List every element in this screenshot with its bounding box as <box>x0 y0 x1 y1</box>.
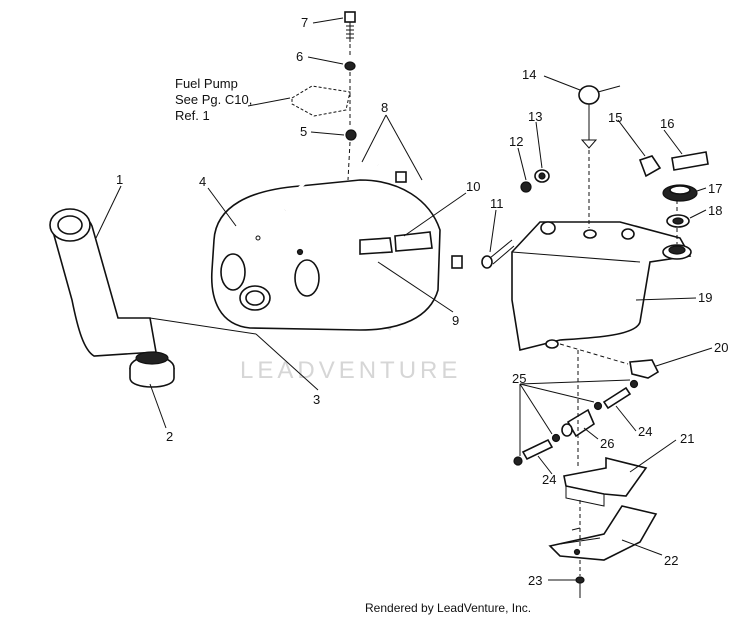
callout-2: 2 <box>166 429 173 444</box>
leader-lines <box>95 17 713 581</box>
callout-12: 12 <box>509 134 523 149</box>
callout-21: 21 <box>680 431 694 446</box>
part-8-vent-hose <box>283 162 463 269</box>
part-15-vent-fitting <box>638 155 662 178</box>
callout-20: 20 <box>714 340 728 355</box>
callout-24-upper: 24 <box>638 424 652 439</box>
callout-25: 25 <box>512 371 526 386</box>
note-line-1: Fuel Pump <box>175 76 238 91</box>
part-19-fuel-tank <box>511 221 692 351</box>
part-23-screw <box>575 576 585 598</box>
part-21-bracket <box>563 456 648 507</box>
part-2-grommet <box>129 351 175 388</box>
watermark-text: LEADVENTURE <box>240 357 461 384</box>
callout-13: 13 <box>528 109 542 124</box>
fuel-pump-ref <box>291 85 351 117</box>
part-6-washer <box>344 61 356 71</box>
part-26-fuel-filter <box>561 408 595 438</box>
part-1-intake-tube <box>49 208 157 357</box>
callout-8: 8 <box>381 100 388 115</box>
callout-18: 18 <box>708 203 722 218</box>
callout-7: 7 <box>301 15 308 30</box>
part-4-airbox <box>210 179 441 331</box>
callout-9: 9 <box>452 313 459 328</box>
part-7-bolt <box>344 11 356 42</box>
callout-26: 26 <box>600 436 614 451</box>
callout-24-lower: 24 <box>542 472 556 487</box>
fuel-pump-note: Fuel Pump See Pg. C10, Ref. 1 <box>175 76 252 123</box>
callout-17: 17 <box>708 181 722 196</box>
part-5-grommet <box>345 129 357 141</box>
part-14-fuel-sender <box>578 85 621 149</box>
callout-1: 1 <box>116 172 123 187</box>
callout-15: 15 <box>608 110 622 125</box>
callout-4: 4 <box>199 174 206 189</box>
part-24-fuel-line-lower <box>521 438 554 461</box>
part-22-bracket <box>548 505 658 561</box>
callout-6: 6 <box>296 49 303 64</box>
note-line-3: Ref. 1 <box>175 108 210 123</box>
part-24-fuel-line-upper <box>602 386 632 410</box>
part-11-bolt <box>481 239 515 269</box>
callout-10: 10 <box>466 179 480 194</box>
callout-3: 3 <box>313 392 320 407</box>
callout-22: 22 <box>664 553 678 568</box>
callout-14: 14 <box>522 67 536 82</box>
footer-credit: Rendered by LeadVenture, Inc. <box>365 601 531 615</box>
note-line-2: See Pg. C10, <box>175 92 252 107</box>
part-16-vent-hose <box>671 151 709 171</box>
callout-23: 23 <box>528 573 542 588</box>
part-13-nut <box>534 169 550 183</box>
part-18-gasket <box>666 214 690 228</box>
part-17-fuel-cap <box>662 184 698 202</box>
part-12-nut <box>520 181 532 193</box>
callouts: 1 2 3 4 5 6 7 8 9 10 11 12 13 14 15 16 1… <box>116 15 728 588</box>
callout-16: 16 <box>660 116 674 131</box>
assembly-lines <box>347 44 678 576</box>
part-20-elbow-fitting <box>629 359 660 379</box>
callout-11: 11 <box>490 196 504 211</box>
part-25-clamps <box>513 379 639 466</box>
callout-5: 5 <box>300 124 307 139</box>
callout-19: 19 <box>698 290 712 305</box>
